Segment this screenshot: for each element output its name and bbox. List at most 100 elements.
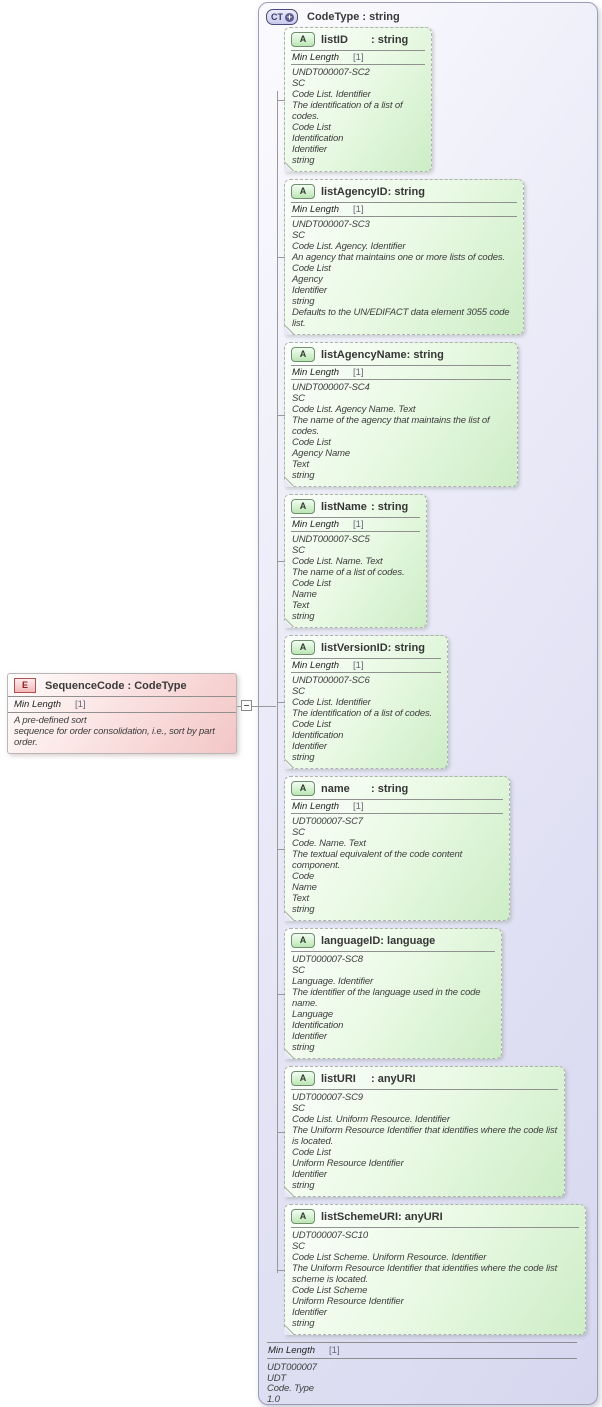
- element-connector-line: [237, 706, 276, 707]
- attribute-header[interactable]: A listURI : anyURI: [291, 1069, 558, 1089]
- facet-value: [1]: [75, 699, 86, 710]
- attribute-title: listName : string: [321, 501, 408, 513]
- attribute-annotation: UNDT000007-SC4 SC Code List. Agency Name…: [292, 382, 490, 481]
- fold-corner: [284, 327, 292, 335]
- facet-value: [1]: [353, 52, 364, 63]
- attribute-type: : anyURI: [371, 1072, 416, 1085]
- element-header[interactable]: E SequenceCode : CodeType: [8, 674, 236, 696]
- collapse-toggle[interactable]: [241, 700, 252, 711]
- attributes-column: A listID : string Min Length [1] UNDT0000…: [277, 27, 597, 1335]
- attribute-name: listID: [321, 33, 348, 46]
- attribute-header[interactable]: A listID: string: [291, 30, 425, 50]
- attribute-title: languageID: language: [321, 935, 435, 947]
- fold-corner: [284, 164, 292, 172]
- attribute-name: languageID: [321, 934, 381, 947]
- attribute-name: listSchemeURI: [321, 1210, 399, 1223]
- facet-value: [1]: [353, 367, 364, 378]
- facet-name: Min Length: [292, 660, 340, 671]
- divider: [291, 951, 495, 952]
- divider: [291, 202, 517, 203]
- attribute-annotation: UDT000007-SC7 SC Code. Name. Text The te…: [292, 816, 463, 915]
- fold-corner: [284, 479, 292, 487]
- attribute-node-languageID[interactable]: A languageID: language UDT000007-SC8 SC …: [277, 928, 502, 1059]
- complextype-facet-row: Min Length [1]: [267, 1342, 577, 1359]
- fold-corner: [284, 913, 292, 921]
- attribute-type: : string: [387, 185, 425, 198]
- attribute-header[interactable]: A name: string: [291, 779, 503, 799]
- attribute-node-listSchemeURI[interactable]: A listSchemeURI: anyURI UDT000007-SC10 S…: [277, 1204, 586, 1335]
- attribute-header[interactable]: A listAgencyName: string: [291, 345, 511, 365]
- facet-value: [1]: [353, 660, 364, 671]
- element-title: SequenceCode : CodeType: [45, 679, 187, 692]
- attribute-header[interactable]: A languageID: language: [291, 931, 495, 951]
- attribute-header[interactable]: A listName : string: [291, 497, 420, 517]
- element-icon: E: [14, 678, 36, 693]
- attribute-title: listID : string: [321, 34, 408, 46]
- attribute-icon: A: [291, 640, 315, 655]
- element-node-SequenceCode[interactable]: E SequenceCode : CodeType Min Length [1]…: [7, 673, 237, 754]
- fold-corner: [284, 1051, 292, 1059]
- plus-icon: +: [285, 11, 294, 22]
- divider: [291, 379, 511, 380]
- facet-name: Min Length: [292, 367, 340, 378]
- attribute-header[interactable]: A listAgencyID: string: [291, 182, 517, 202]
- attribute-annotation: UNDT000007-SC2 SC Code List. Identifier …: [292, 67, 403, 166]
- facet-value: [1]: [353, 204, 364, 215]
- attribute-icon: A: [291, 933, 315, 948]
- facet-name: Min Length: [292, 801, 340, 812]
- attribute-title: listAgencyID: string: [321, 186, 425, 198]
- attribute-name: listVersionID: [321, 641, 388, 654]
- attribute-annotation: UDT000007-SC10 SC Code List Scheme. Unif…: [292, 1230, 558, 1329]
- attribute-annotation: UDT000007-SC9 SC Code List. Uniform Reso…: [292, 1092, 558, 1191]
- facet-name: Min Length: [14, 699, 62, 710]
- facet-row: Min Length [1]: [291, 800, 503, 813]
- fold-corner: [284, 761, 292, 769]
- attribute-node-listVersionID[interactable]: A listVersionID: string Min Length [1] U…: [277, 635, 448, 769]
- fold-corner: [284, 1327, 292, 1335]
- attribute-icon: A: [291, 499, 315, 514]
- facet-name: Min Length: [268, 1345, 316, 1356]
- attribute-type: : string: [406, 348, 444, 361]
- divider: [291, 517, 420, 518]
- attribute-title: listAgencyName: string: [321, 349, 444, 361]
- facet-value: [1]: [353, 801, 364, 812]
- facet-row: Min Length [1]: [291, 51, 425, 64]
- complextype-annotation: UDT000007 UDT Code. Type 1.0 A character…: [267, 1362, 317, 1405]
- divider: [291, 64, 425, 65]
- attribute-node-name[interactable]: A name: string Min Length [1] UDT000007-…: [277, 776, 510, 921]
- attribute-type: : string: [371, 33, 409, 46]
- facet-row: Min Length [1]: [291, 366, 511, 379]
- divider: [291, 813, 503, 814]
- attribute-node-listURI[interactable]: A listURI : anyURI UDT000007-SC9 SC Code …: [277, 1066, 565, 1197]
- attribute-name: listURI: [321, 1072, 356, 1085]
- complextype-icon: CT+: [266, 9, 298, 25]
- attribute-type: : string: [371, 500, 409, 513]
- attribute-icon: A: [291, 347, 315, 362]
- divider: [291, 658, 441, 659]
- divider: [291, 799, 503, 800]
- facet-name: Min Length: [292, 519, 340, 530]
- attribute-icon: A: [291, 781, 315, 796]
- attribute-node-listName[interactable]: A listName : string Min Length [1] UNDT00…: [277, 494, 427, 628]
- attribute-annotation: UNDT000007-SC5 SC Code List. Name. Text …: [292, 534, 405, 622]
- attribute-node-listAgencyName[interactable]: A listAgencyName: string Min Length [1] …: [277, 342, 518, 487]
- attribute-name: listName: [321, 500, 367, 513]
- divider: [8, 696, 236, 697]
- attribute-header[interactable]: A listVersionID: string: [291, 638, 441, 658]
- complextype-header[interactable]: CT+ CodeType : string: [266, 9, 589, 25]
- attribute-annotation: UNDT000007-SC6 SC Code List. Identifier …: [292, 675, 433, 763]
- facet-name: Min Length: [292, 204, 340, 215]
- attribute-type: : language: [380, 934, 436, 947]
- attribute-name: listAgencyID: [321, 185, 388, 198]
- divider: [291, 672, 441, 673]
- attribute-node-listAgencyID[interactable]: A listAgencyID: string Min Length [1] UN…: [277, 179, 524, 335]
- attribute-icon: A: [291, 1071, 315, 1086]
- divider: [8, 712, 236, 713]
- fold-corner: [284, 620, 292, 628]
- facet-row: Min Length [1]: [291, 518, 420, 531]
- attribute-title: name: string: [321, 783, 408, 795]
- attribute-node-listID[interactable]: A listID: string Min Length [1] UNDT0000…: [277, 27, 432, 172]
- facet-row: Min Length [1]: [291, 203, 517, 216]
- divider: [291, 365, 511, 366]
- attribute-header[interactable]: A listSchemeURI: anyURI: [291, 1207, 579, 1227]
